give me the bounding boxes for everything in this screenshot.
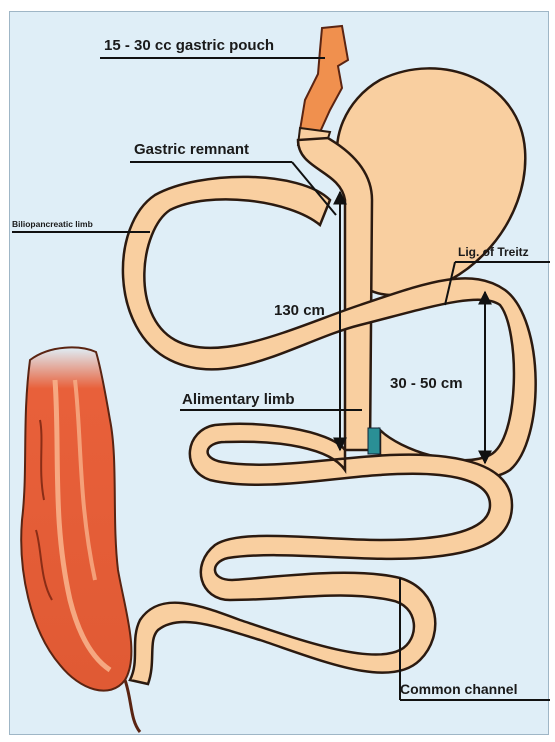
label-130-cm: 130 cm	[274, 302, 325, 319]
label-lig-of-treitz: Lig. of Treitz	[458, 245, 529, 259]
label-biliopancreatic-limb: Biliopancreatic limb	[12, 219, 93, 229]
label-30-50-cm: 30 - 50 cm	[390, 375, 463, 392]
label-gastric-pouch: 15 - 30 cc gastric pouch	[104, 37, 274, 54]
alimentary-limb-shape	[298, 138, 372, 450]
colon	[21, 347, 140, 732]
label-gastric-remnant: Gastric remnant	[134, 141, 249, 158]
jejunojejunostomy-marker	[368, 428, 380, 454]
common-channel-shape	[130, 424, 512, 684]
label-alimentary-limb: Alimentary limb	[182, 391, 295, 408]
label-common-channel: Common channel	[400, 681, 517, 697]
